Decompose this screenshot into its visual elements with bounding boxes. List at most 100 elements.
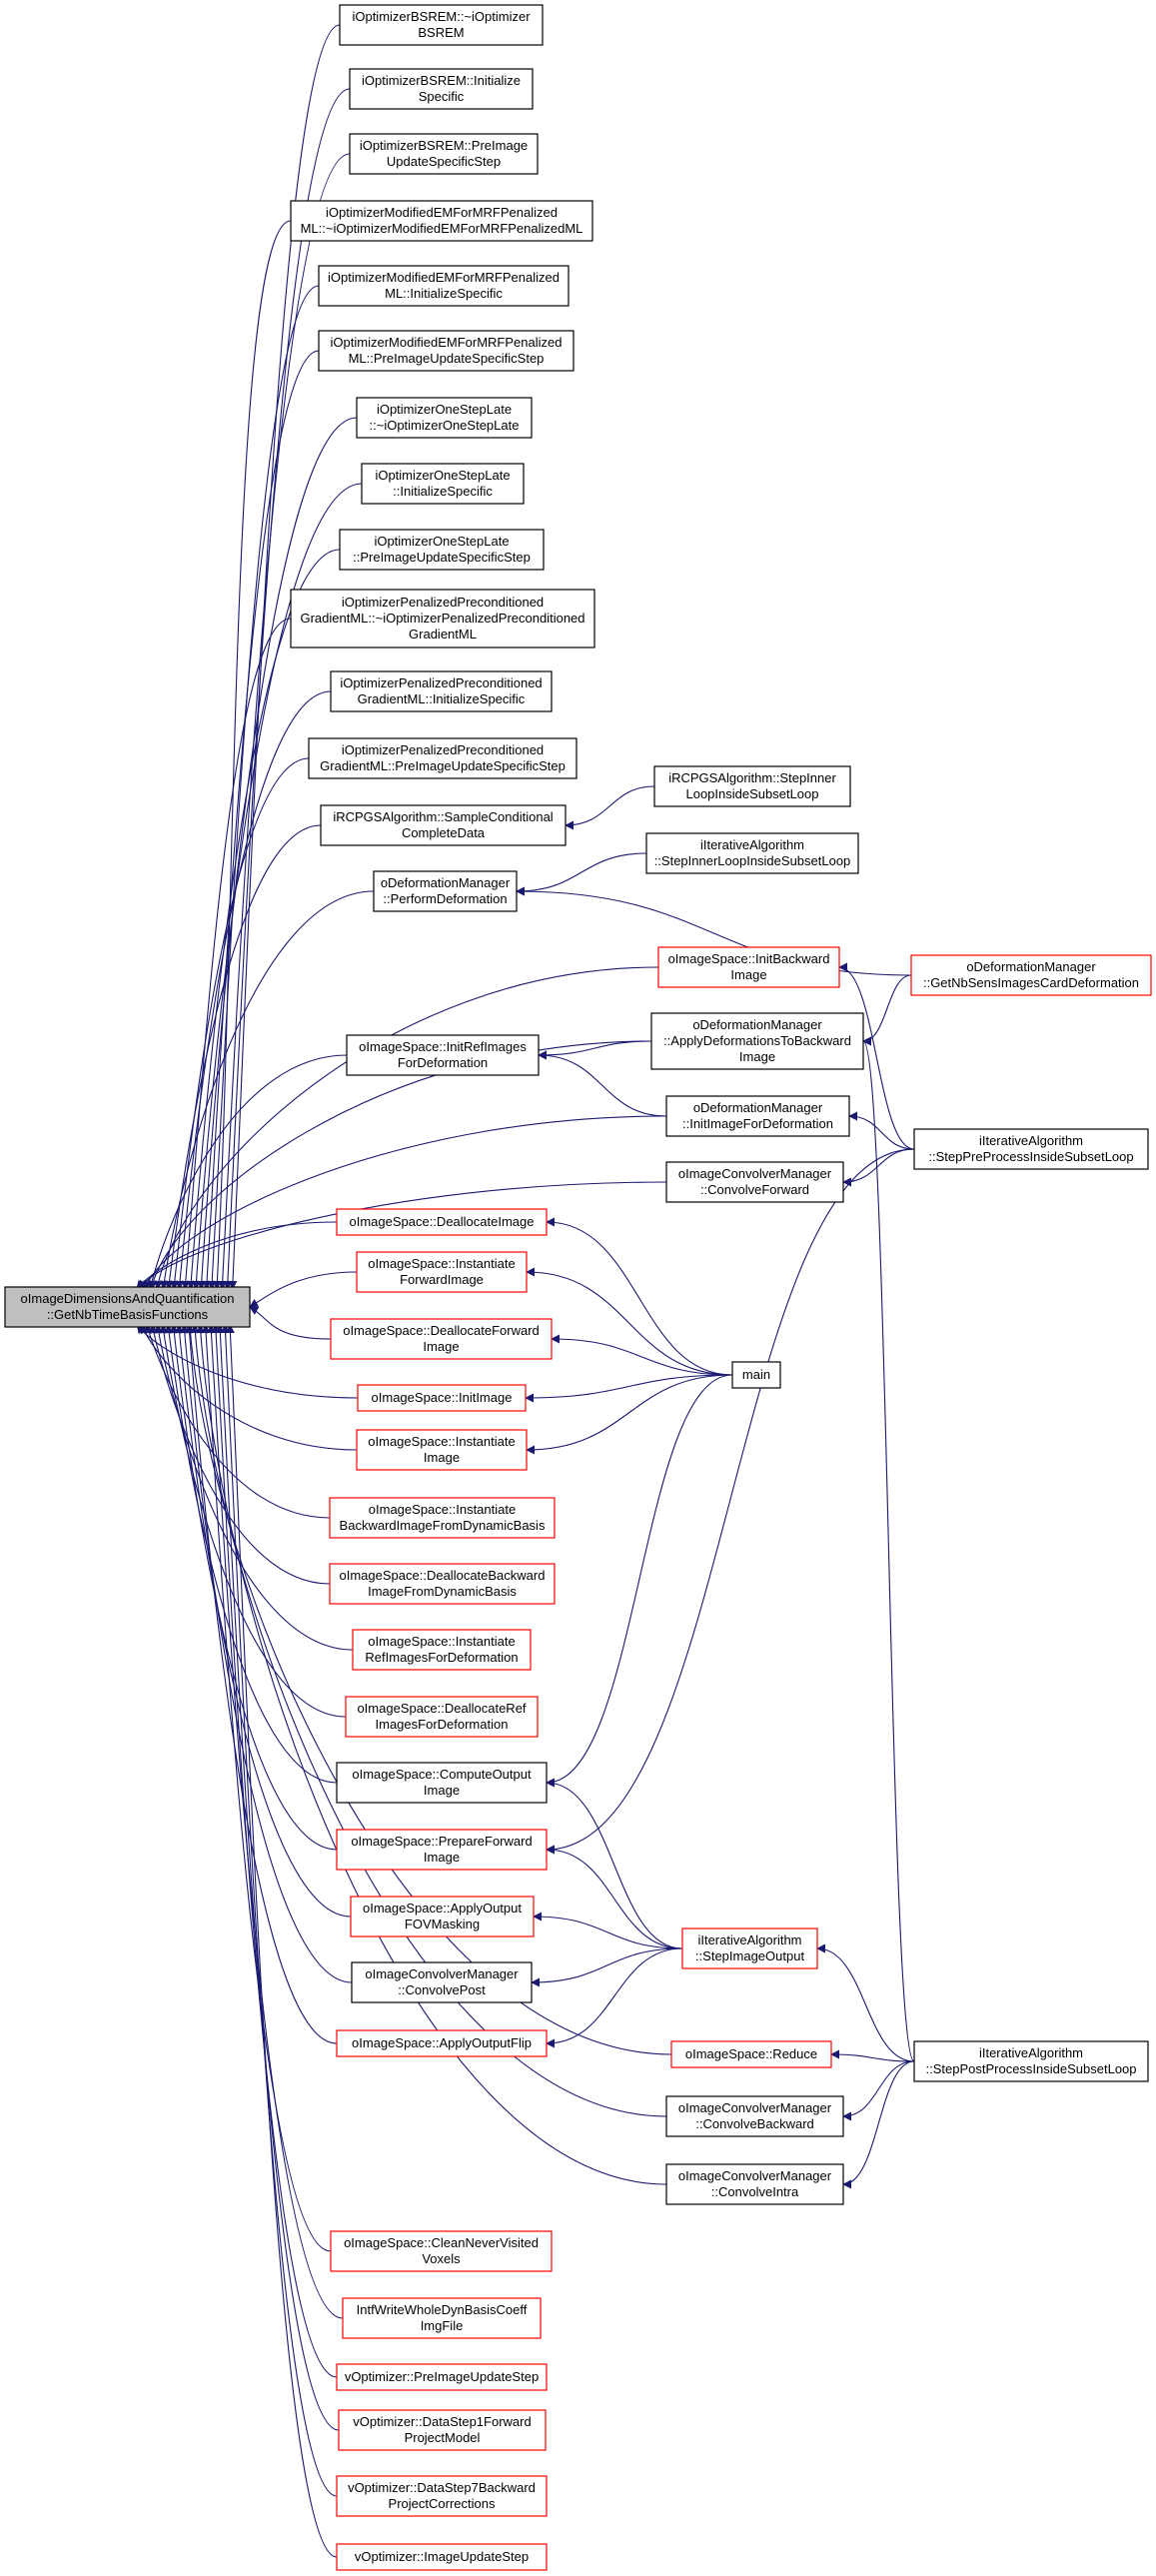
graph-node-n16[interactable]: oImageSpace::DeallocateImage [336, 1208, 548, 1236]
graph-node-n4[interactable]: iOptimizerModifiedEMForMRFPenalizedML::~… [290, 200, 593, 242]
call-edge [164, 1324, 338, 1784]
node-label: iOptimizerPenalizedPreconditioned [340, 675, 542, 690]
call-edge [546, 1845, 683, 1949]
node-box [910, 954, 1152, 996]
graph-node-n9[interactable]: iOptimizerOneStepLate::PreImageUpdateSpe… [339, 529, 545, 571]
graph-node-n14[interactable]: oDeformationManager::PerformDeformation [373, 870, 518, 912]
node-label: ::PreImageUpdateSpecificStep [353, 550, 531, 565]
node-box [657, 946, 840, 988]
call-edge [175, 690, 332, 1290]
node-label: oImageSpace::ComputeOutput [352, 1767, 532, 1782]
node-label: ML::~iOptimizerModifiedEMForMRFPenalized… [301, 221, 583, 236]
call-edge [147, 1054, 348, 1290]
graph-node-r2[interactable]: iIterativeAlgorithm::StepPreProcessInsid… [913, 1128, 1149, 1170]
node-label: oImageSpace::PrepareForward [351, 1834, 532, 1849]
graph-node-n29[interactable]: oImageSpace::ApplyOutputFlip [336, 2029, 548, 2057]
graph-node-n8[interactable]: iOptimizerOneStepLate::InitializeSpecifi… [361, 463, 525, 505]
node-box [653, 765, 851, 807]
node-box [338, 2409, 547, 2451]
graph-node-n10[interactable]: iOptimizerPenalizedPreconditionedGradien… [290, 589, 595, 648]
graph-node-n5[interactable]: iOptimizerModifiedEMForMRFPenalizedML::I… [318, 265, 570, 307]
graph-node-n19[interactable]: oImageSpace::InitImage [357, 1384, 527, 1412]
node-label: iIterativeAlgorithm [979, 2045, 1083, 2060]
call-edge [838, 962, 915, 1150]
graph-node-n6[interactable]: iOptimizerModifiedEMForMRFPenalizedML::P… [318, 330, 575, 372]
node-label: ::StepPostProcessInsideSubsetLoop [925, 2061, 1136, 2076]
call-edge [816, 1943, 915, 2062]
graph-node-m5[interactable]: oDeformationManager::InitImageForDeforma… [665, 1095, 850, 1137]
graph-node-n1[interactable]: iOptimizerBSREM::~iOptimizerBSREM [339, 4, 544, 46]
node-box [351, 1961, 533, 2003]
graph-node-m2[interactable]: iIterativeAlgorithm::StepInnerLoopInside… [645, 832, 859, 874]
graph-node-n2[interactable]: iOptimizerBSREM::InitializeSpecific [349, 68, 534, 110]
call-edge [526, 1267, 733, 1376]
graph-node-m10[interactable]: oImageConvolverManager::ConvolveBackward [665, 2095, 844, 2137]
graph-node-n32[interactable]: vOptimizer::PreImageUpdateStep [336, 2363, 548, 2391]
graph-node-m4[interactable]: oDeformationManager::ApplyDeformationsTo… [650, 1012, 864, 1070]
graph-node-n7[interactable]: iOptimizerOneStepLate::~iOptimizerOneSte… [356, 397, 533, 439]
graph-node-n21[interactable]: oImageSpace::InstantiateBackwardImageFro… [329, 1497, 556, 1539]
graph-node-m6[interactable]: oImageConvolverManager::ConvolveForward [665, 1161, 844, 1203]
node-box [336, 1208, 548, 1236]
graph-node-n34[interactable]: vOptimizer::DataStep7BackwardProjectCorr… [336, 2475, 548, 2517]
node-label: ML::InitializeSpecific [385, 286, 503, 301]
node-label: oImageSpace::DeallocateBackward [340, 1568, 546, 1583]
graph-node-r1[interactable]: oDeformationManager::GetNbSensImagesCard… [910, 954, 1152, 996]
graph-node-m8[interactable]: iIterativeAlgorithm::StepImageOutput [681, 1928, 818, 1969]
node-label: oImageSpace::DeallocateForward [343, 1323, 540, 1338]
node-label: FOVMasking [405, 1917, 480, 1932]
node-label: ProjectModel [405, 2430, 481, 2445]
node-box [681, 1928, 818, 1969]
node-label: oImageSpace::InitBackward [668, 951, 830, 966]
node-label: oImageConvolverManager [365, 1966, 519, 1981]
graph-node-n23[interactable]: oImageSpace::InstantiateRefImagesForDefo… [352, 1629, 532, 1671]
graph-node-n3[interactable]: iOptimizerBSREM::PreImageUpdateSpecificS… [349, 133, 539, 175]
graph-node-m11[interactable]: oImageConvolverManager::ConvolveIntra [665, 2163, 844, 2205]
call-edge [546, 1374, 733, 1788]
graph-node-n24[interactable]: oImageSpace::DeallocateRefImagesForDefor… [345, 1696, 539, 1738]
graph-node-n28[interactable]: oImageConvolverManager::ConvolvePost [351, 1961, 533, 2003]
node-label: ::ConvolvePost [398, 1982, 486, 1997]
call-edge [136, 1324, 359, 1399]
node-label: oImageSpace::DeallocateImage [349, 1214, 534, 1229]
call-edge [140, 1324, 358, 1451]
graph-node-m1[interactable]: iRCPGSAlgorithm::StepInnerLoopInsideSubs… [653, 765, 851, 807]
graph-node-n11[interactable]: iOptimizerPenalizedPreconditionedGradien… [330, 670, 553, 712]
graph-node-root[interactable]: oImageDimensionsAndQuantification::GetNb… [4, 1286, 251, 1328]
node-label: ::~iOptimizerOneStepLate [370, 418, 520, 433]
node-label: oImageSpace::CleanNeverVisited [344, 2235, 539, 2250]
node-box [4, 1286, 251, 1328]
node-label: iOptimizerModifiedEMForMRFPenalized [326, 205, 558, 220]
node-label: ::GetNbTimeBasisFunctions [47, 1307, 209, 1322]
graph-node-n12[interactable]: iOptimizerPenalizedPreconditionedGradien… [308, 737, 578, 779]
graph-node-n13[interactable]: iRCPGSAlgorithm::SampleConditionalComple… [320, 804, 567, 846]
call-edge [546, 1947, 683, 2048]
node-box [336, 1762, 548, 1804]
graph-node-m7[interactable]: main [731, 1361, 781, 1389]
node-label: iOptimizerModifiedEMForMRFPenalized [328, 270, 560, 285]
graph-node-n22[interactable]: oImageSpace::DeallocateBackwardImageFrom… [329, 1563, 556, 1605]
node-box [670, 2040, 832, 2068]
call-edge [551, 1334, 733, 1376]
graph-node-n35[interactable]: vOptimizer::ImageUpdateStep [336, 2543, 548, 2571]
node-label: oImageConvolverManager [678, 2168, 832, 2183]
call-edge [546, 1778, 683, 1949]
call-edge [221, 1324, 338, 2497]
node-label: ::StepImageOutput [695, 1948, 805, 1963]
graph-node-r3[interactable]: iIterativeAlgorithm::StepPostProcessInsi… [913, 2040, 1149, 2082]
node-label: Image [423, 1339, 459, 1354]
node-label: ::PerformDeformation [383, 891, 507, 906]
graph-node-m9[interactable]: oImageSpace::Reduce [670, 2040, 832, 2068]
call-edge [862, 1036, 915, 2062]
